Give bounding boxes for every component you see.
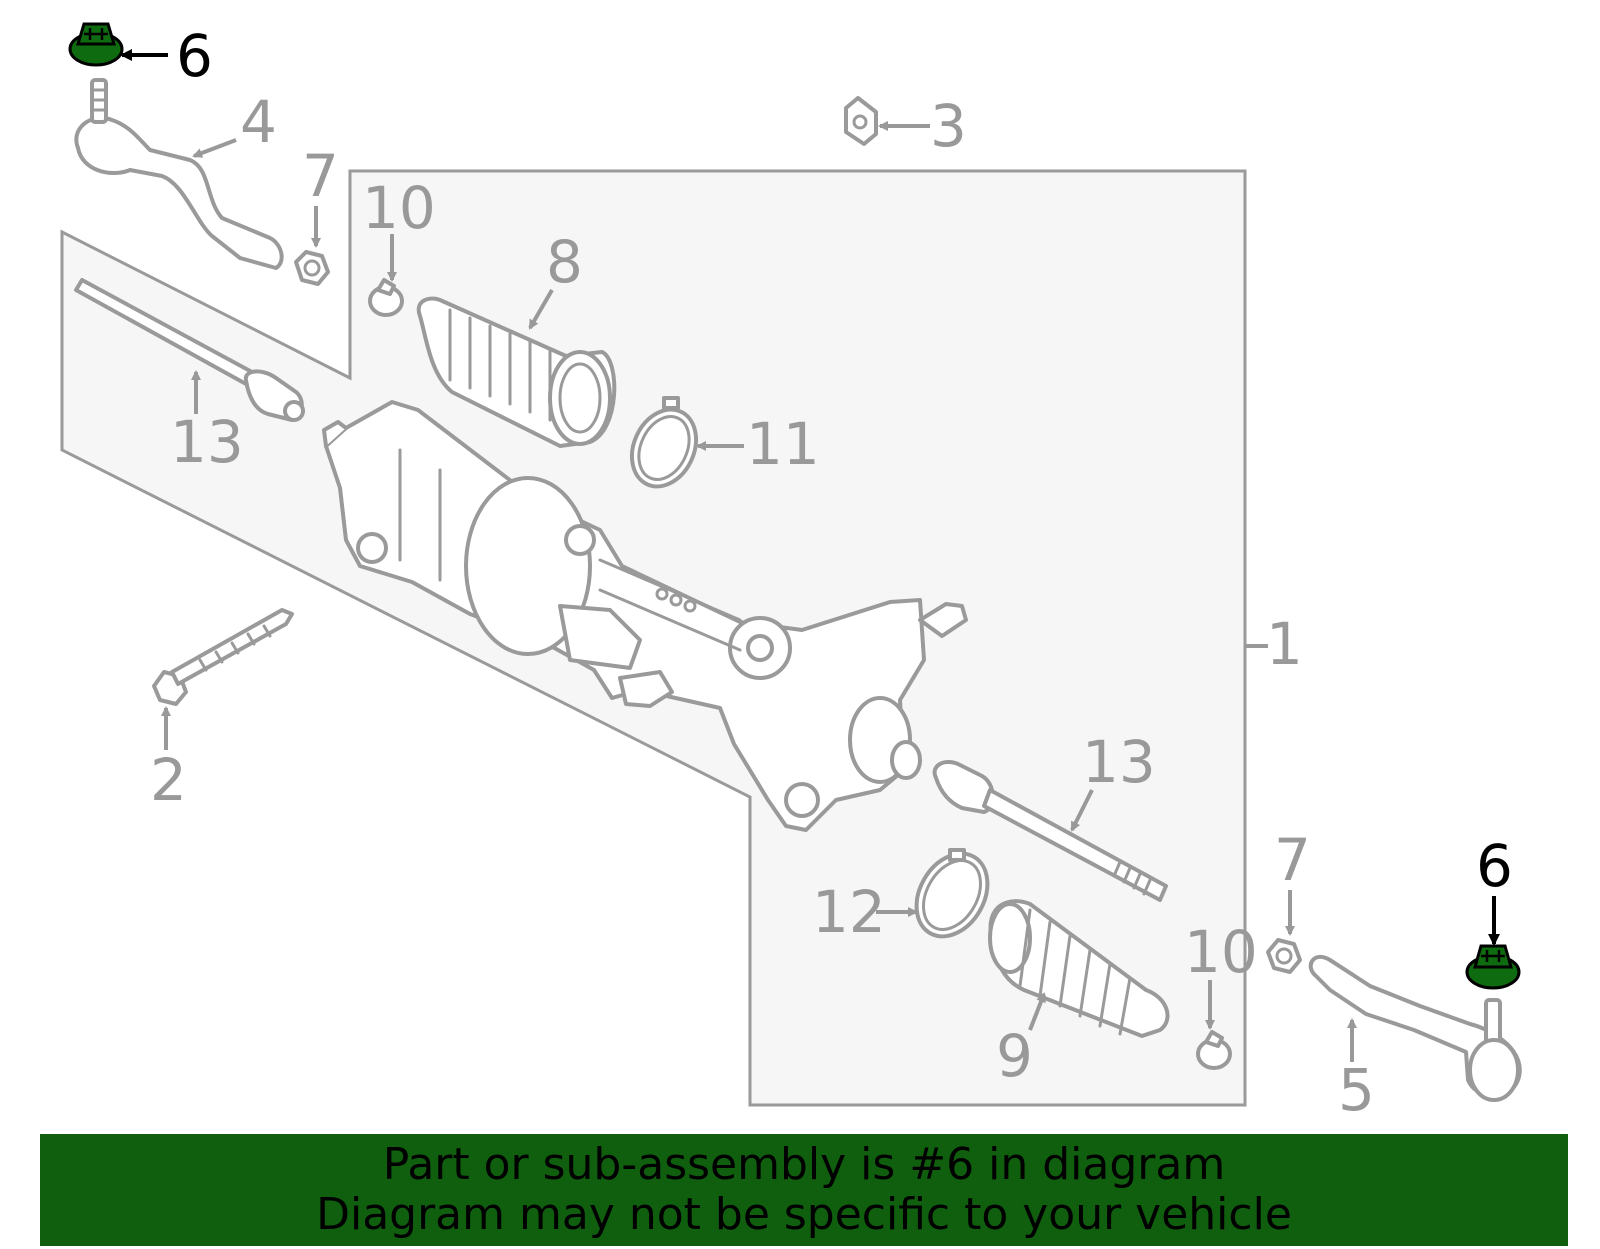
banner-line-disclaimer: Diagram may not be specific to your vehi… xyxy=(316,1189,1292,1240)
leader-8 xyxy=(528,288,554,330)
callout-4: 4 xyxy=(240,88,277,156)
callout-1: 1 xyxy=(1266,610,1303,678)
leader-9 xyxy=(1028,992,1046,1031)
callout-10-right: 10 xyxy=(1184,918,1258,986)
nut-part-7-right xyxy=(1266,938,1302,974)
steering-gear-housing xyxy=(322,400,968,832)
clamp-part-12 xyxy=(914,848,990,939)
callout-13-left: 13 xyxy=(170,408,244,476)
tie-rod-end-left xyxy=(74,78,284,270)
callout-6-top: 6 xyxy=(176,22,213,90)
clamp-part-10-right xyxy=(1196,1030,1232,1070)
nut-part-7-left xyxy=(294,250,330,286)
callout-5: 5 xyxy=(1338,1056,1375,1124)
clamp-part-11 xyxy=(629,396,699,489)
leader-13-right xyxy=(1070,789,1094,832)
callout-7-left: 7 xyxy=(302,142,339,210)
bracket-part-3 xyxy=(844,96,878,146)
boot-part-9 xyxy=(988,899,1170,1038)
callout-3: 3 xyxy=(930,92,967,160)
callout-11: 11 xyxy=(746,410,820,478)
clamp-part-10-left xyxy=(368,278,404,317)
boot-part-8 xyxy=(416,296,617,448)
banner-line-part: Part or sub-assembly is #6 in diagram xyxy=(382,1139,1226,1190)
bolt-part-2 xyxy=(152,608,294,706)
callout-12: 12 xyxy=(812,878,886,946)
inner-tie-rod-left xyxy=(74,278,305,422)
callout-2: 2 xyxy=(150,746,187,814)
inner-tie-rod-right xyxy=(932,759,1168,902)
nut-part-6-right[interactable] xyxy=(1465,944,1521,990)
info-banner: Part or sub-assembly is #6 in diagram Di… xyxy=(40,1134,1568,1246)
callout-6-right: 6 xyxy=(1476,832,1513,900)
leader-4 xyxy=(192,138,237,158)
callout-7-right: 7 xyxy=(1274,826,1311,894)
callout-9: 9 xyxy=(996,1022,1033,1090)
tie-rod-end-right xyxy=(1308,954,1522,1102)
nut-part-6-top[interactable] xyxy=(68,22,124,67)
callout-13-right: 13 xyxy=(1082,728,1156,796)
callout-8: 8 xyxy=(546,228,583,296)
callout-10-left: 10 xyxy=(362,174,436,242)
